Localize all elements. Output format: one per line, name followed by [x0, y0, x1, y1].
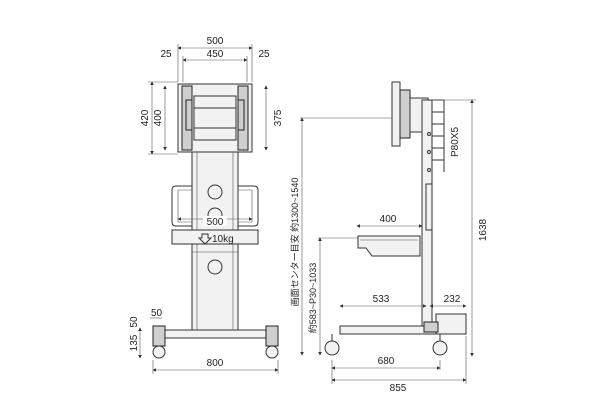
dim-depth-overall: 855 [390, 383, 407, 394]
dim-width-mount: 450 [207, 49, 224, 60]
shelf-height-label: 約583~P30~1033 [307, 263, 318, 334]
handle-left [171, 185, 192, 227]
dim-height-mount: 400 [153, 109, 164, 126]
pitch-label: P80X5 [450, 127, 461, 157]
center-height-label: 画面センター目安 約1300~1540 [289, 178, 300, 307]
dim-height-overall: 420 [140, 109, 151, 126]
dim-side-left: 25 [160, 49, 172, 60]
dim-wheelbase: 680 [378, 356, 395, 367]
dim-base-front: 533 [373, 294, 390, 305]
caster-right [265, 325, 279, 347]
dim-side-right: 25 [258, 49, 270, 60]
knob-1 [207, 184, 223, 200]
dim-mount-height-right: 375 [273, 109, 284, 126]
dim-base-step: 50 [151, 308, 163, 319]
side-view: P80X5 画面センター目安 約1300~1540 約583~P30~1033 … [289, 81, 489, 394]
dim-bottom-135: 135 [129, 334, 140, 351]
mount-side [391, 81, 401, 147]
dim-shelf-depth: 400 [380, 214, 397, 225]
dim-base-width: 800 [207, 358, 224, 369]
front-base [159, 329, 271, 339]
caster-front-side [324, 340, 340, 356]
base-side [339, 325, 437, 335]
shelf-side [357, 235, 421, 257]
shelf-front [171, 229, 259, 245]
dim-base-rear: 232 [444, 294, 461, 305]
knob-3 [207, 259, 223, 275]
dim-shelf-width: 500 [207, 217, 224, 228]
caster-rear-side [432, 340, 448, 356]
shelf-load: 10kg [212, 234, 234, 245]
dim-width-overall: 500 [207, 36, 224, 47]
caster-left [152, 325, 166, 347]
dim-bottom-50: 50 [129, 316, 140, 328]
dim-total-height: 1638 [478, 218, 489, 241]
front-view: 500 450 25 25 420 400 375 [129, 36, 284, 374]
load-arrow-icon [197, 233, 213, 245]
handle-right [238, 185, 259, 227]
